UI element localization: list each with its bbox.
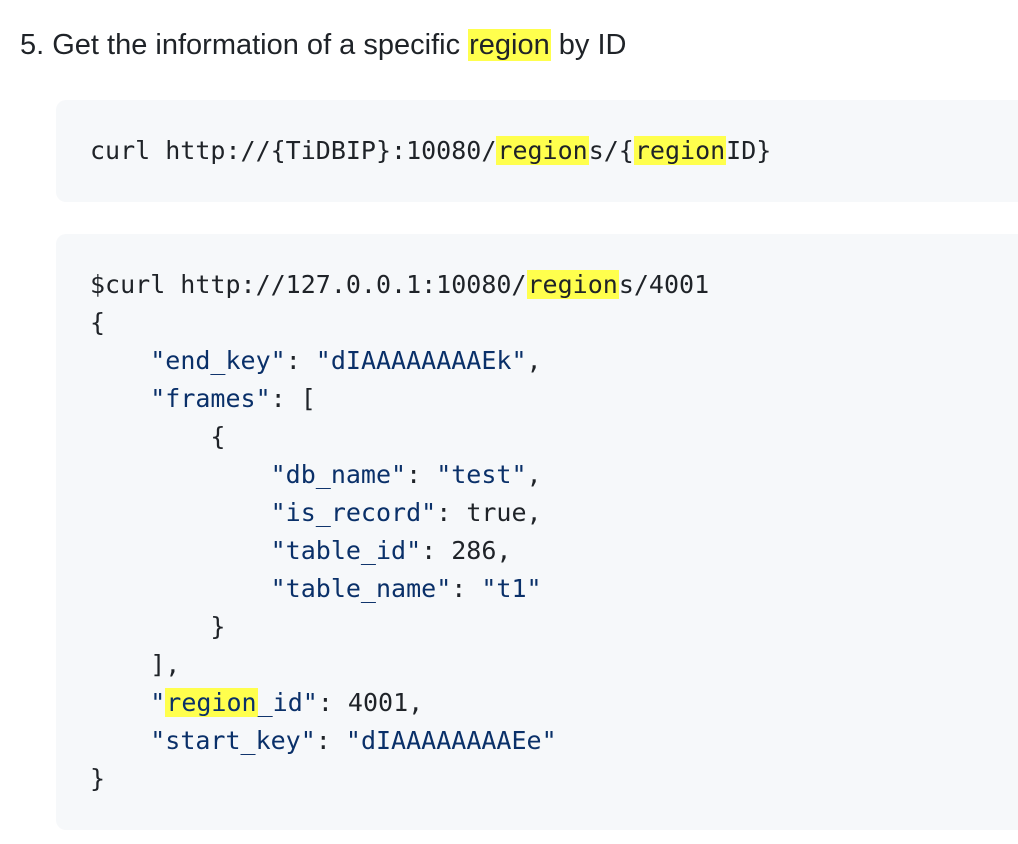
separator: , xyxy=(526,460,542,489)
search-highlight: region xyxy=(526,270,619,299)
command-code-block[interactable]: curl http://{TiDBIP}:10080/regions/{regi… xyxy=(56,100,1018,202)
separator: : xyxy=(451,574,482,603)
command-line: curl http://{TiDBIP}:10080/regions/{regi… xyxy=(90,132,771,170)
command-text: ID} xyxy=(726,136,772,165)
command-text: s/4001 xyxy=(618,270,710,299)
separator: : xyxy=(285,346,316,375)
json-value: "dIAAAAAAAAEe" xyxy=(345,726,557,755)
bracket: ], xyxy=(150,650,181,679)
command-text: s/{ xyxy=(588,136,634,165)
json-value: "test" xyxy=(436,460,527,489)
step-heading: 5. Get the information of a specific reg… xyxy=(20,24,627,66)
code-line: { xyxy=(90,304,105,342)
json-key: " xyxy=(150,688,166,717)
json-key: "table_name" xyxy=(270,574,452,603)
json-key: "end_key" xyxy=(150,346,286,375)
separator: : xyxy=(436,498,467,527)
search-highlight: region xyxy=(468,29,551,61)
code-line: } xyxy=(90,760,105,798)
json-value: true xyxy=(466,498,527,527)
brace: } xyxy=(90,764,106,793)
separator: , xyxy=(496,536,512,565)
code-line: "end_key": "dIAAAAAAAAEk", xyxy=(90,342,542,380)
json-key: "db_name" xyxy=(270,460,407,489)
code-line: ], xyxy=(90,646,180,684)
heading-text-pre: Get the information of a specific xyxy=(52,29,469,61)
code-line: "start_key": "dIAAAAAAAAEe" xyxy=(90,722,557,760)
json-key: _id" xyxy=(257,688,318,717)
json-key: "table_id" xyxy=(270,536,422,565)
brace: { xyxy=(90,308,106,337)
heading-text-post: by ID xyxy=(550,29,627,61)
json-key: "is_record" xyxy=(270,498,437,527)
search-highlight: region xyxy=(633,136,727,165)
code-line: } xyxy=(90,608,225,646)
code-line: { xyxy=(90,418,225,456)
code-line: "frames": [ xyxy=(90,380,316,418)
brace: { xyxy=(210,422,226,451)
json-value: "dIAAAAAAAAEk" xyxy=(315,346,527,375)
brace: } xyxy=(210,612,226,641)
step-number: 5. xyxy=(20,29,45,61)
code-line: "is_record": true, xyxy=(90,494,542,532)
separator: , xyxy=(408,688,424,717)
json-value: 4001 xyxy=(347,688,409,717)
command-text: curl http://{TiDBIP}:10080/ xyxy=(90,136,497,165)
response-code-block[interactable]: $curl http://127.0.0.1:10080/regions/400… xyxy=(56,234,1018,830)
json-key: "frames" xyxy=(150,384,271,413)
json-value: "t1" xyxy=(481,574,542,603)
code-line: "table_name": "t1" xyxy=(90,570,542,608)
json-value: 286 xyxy=(451,536,497,565)
code-line: $curl http://127.0.0.1:10080/regions/400… xyxy=(90,266,709,304)
search-highlight: region xyxy=(165,688,258,717)
code-line: "table_id": 286, xyxy=(90,532,512,570)
code-line: "db_name": "test", xyxy=(90,456,542,494)
separator: : xyxy=(317,688,348,717)
search-highlight: region xyxy=(496,136,589,165)
separator: : xyxy=(406,460,437,489)
separator: : xyxy=(270,384,301,413)
code-line: "region_id": 4001, xyxy=(90,684,423,722)
bracket: [ xyxy=(300,384,316,413)
separator: , xyxy=(526,346,542,375)
separator: , xyxy=(526,498,542,527)
separator: : xyxy=(315,726,346,755)
separator: : xyxy=(421,536,452,565)
command-text: $curl http://127.0.0.1:10080/ xyxy=(90,270,527,299)
json-key: "start_key" xyxy=(150,726,316,755)
